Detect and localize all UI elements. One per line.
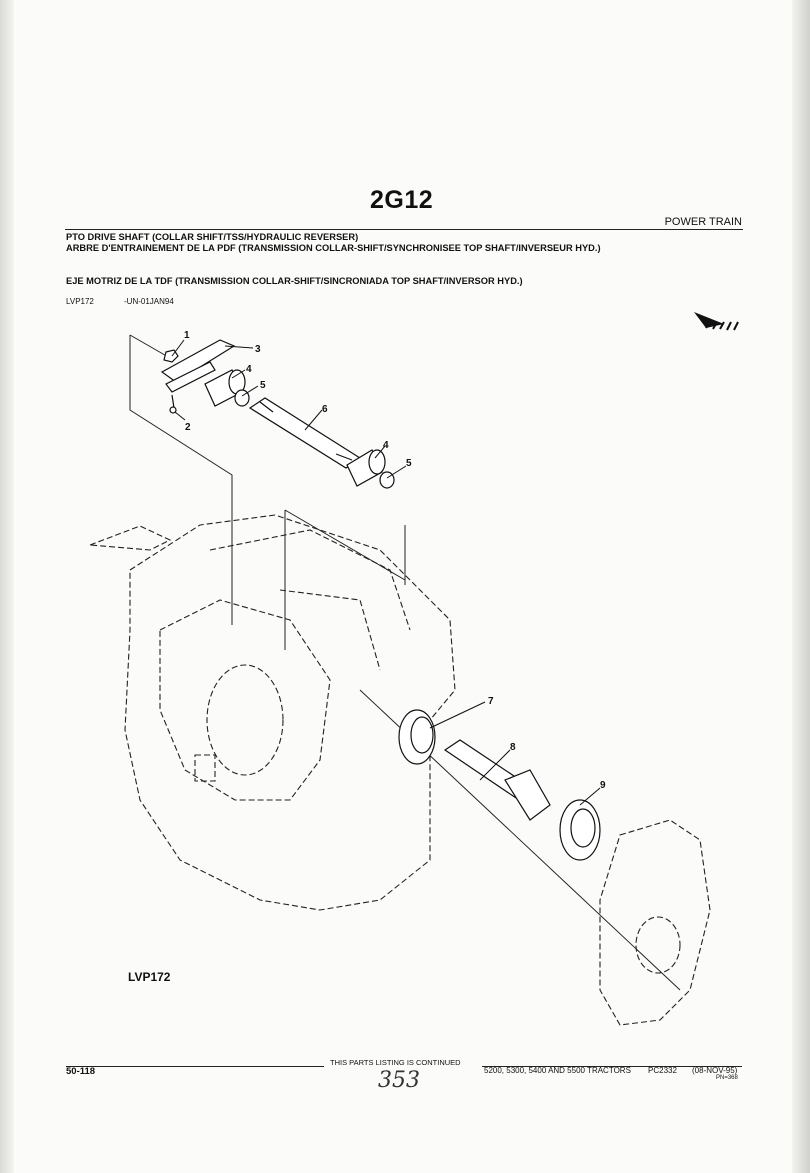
footer-rule-left bbox=[66, 1066, 324, 1067]
illustration-code: LVP172 bbox=[66, 297, 94, 306]
illustration-date: -UN-01JAN94 bbox=[124, 297, 174, 306]
callout-6: 6 bbox=[322, 404, 328, 415]
continued-note: THIS PARTS LISTING IS CONTINUED bbox=[330, 1058, 461, 1067]
title-english: PTO DRIVE SHAFT (COLLAR SHIFT/TSS/HYDRAU… bbox=[66, 232, 359, 242]
tractor-models: 5200, 5300, 5400 AND 5500 TRACTORS bbox=[484, 1066, 631, 1075]
lower-parts bbox=[398, 709, 601, 861]
transmission-housing bbox=[89, 514, 711, 1026]
page-number: 50-118 bbox=[66, 1066, 96, 1077]
title-spanish: EJE MOTRIZ DE LA TDF (TRANSMISSION COLLA… bbox=[66, 276, 523, 286]
figure-label: LVP172 bbox=[128, 970, 171, 984]
upper-parts bbox=[160, 339, 395, 489]
callout-2: 2 bbox=[185, 422, 191, 433]
callout-5: 5 bbox=[260, 380, 266, 391]
callout-1: 1 bbox=[184, 330, 190, 341]
callout-4b: 4 bbox=[383, 440, 389, 451]
handwritten-page-number: 353 bbox=[378, 1068, 420, 1093]
footer-rule-right bbox=[482, 1066, 742, 1067]
callout-numbers: 1 2 3 4 5 6 4 5 7 8 9 bbox=[184, 330, 606, 791]
callout-4: 4 bbox=[246, 364, 252, 375]
front-direction-arrow-icon bbox=[694, 312, 739, 331]
callout-7: 7 bbox=[488, 696, 494, 707]
header-rule bbox=[65, 229, 743, 230]
callout-3: 3 bbox=[255, 344, 261, 355]
callout-9: 9 bbox=[600, 780, 606, 791]
title-french: ARBRE D'ENTRAINEMENT DE LA PDF (TRANSMIS… bbox=[66, 243, 601, 253]
callout-5b: 5 bbox=[406, 458, 412, 469]
callout-8: 8 bbox=[510, 742, 516, 753]
callout-leaders bbox=[171, 339, 601, 806]
scan-edge-right bbox=[792, 0, 810, 1173]
publication-date: (08-NOV-95) bbox=[692, 1066, 738, 1075]
category-label: POWER TRAIN bbox=[664, 216, 742, 228]
page-pn: PN=368 bbox=[716, 1075, 738, 1081]
scan-edge-left bbox=[0, 0, 14, 1173]
exploded-parts-diagram: 1 2 3 4 5 6 4 5 7 8 9 bbox=[89, 312, 739, 1026]
section-code: 2G12 bbox=[370, 186, 434, 214]
leader-brackets bbox=[129, 334, 406, 650]
catalog-number: PC2332 bbox=[648, 1066, 677, 1075]
